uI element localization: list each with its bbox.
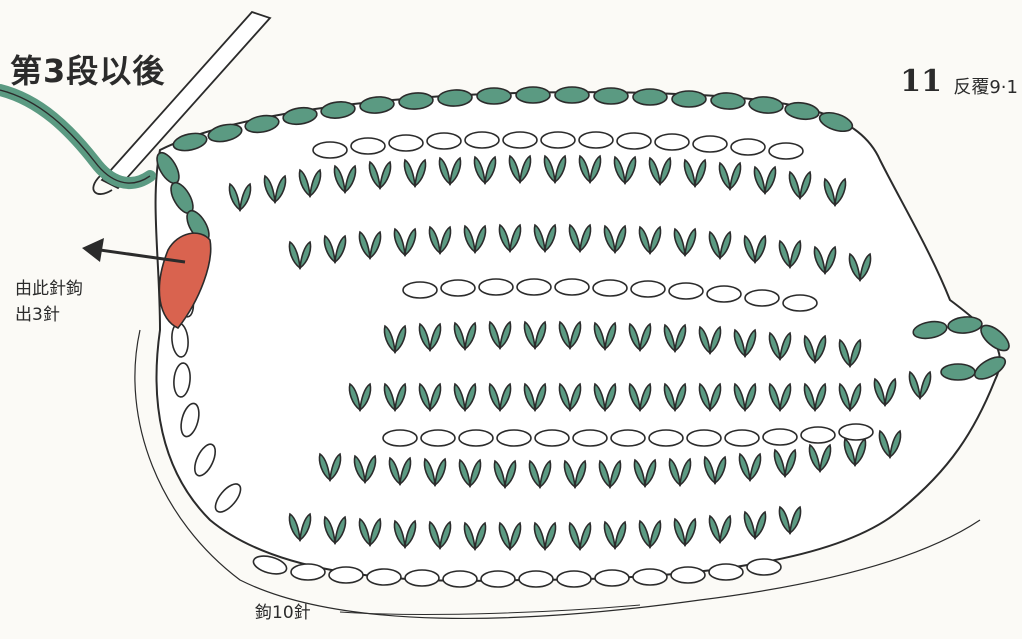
bottom-annotation: 鉤10針	[255, 598, 311, 623]
section-title: 第3段以後	[10, 46, 165, 92]
side-annotation-line2: 出3針	[15, 302, 83, 328]
bottom-leader	[340, 605, 640, 614]
side-annotation: 由此針鉤 出3針	[15, 276, 83, 328]
side-annotation-line1: 由此針鉤	[15, 276, 83, 302]
step-number: 11	[900, 64, 942, 99]
step-instruction: 反覆9·1	[953, 73, 1018, 99]
